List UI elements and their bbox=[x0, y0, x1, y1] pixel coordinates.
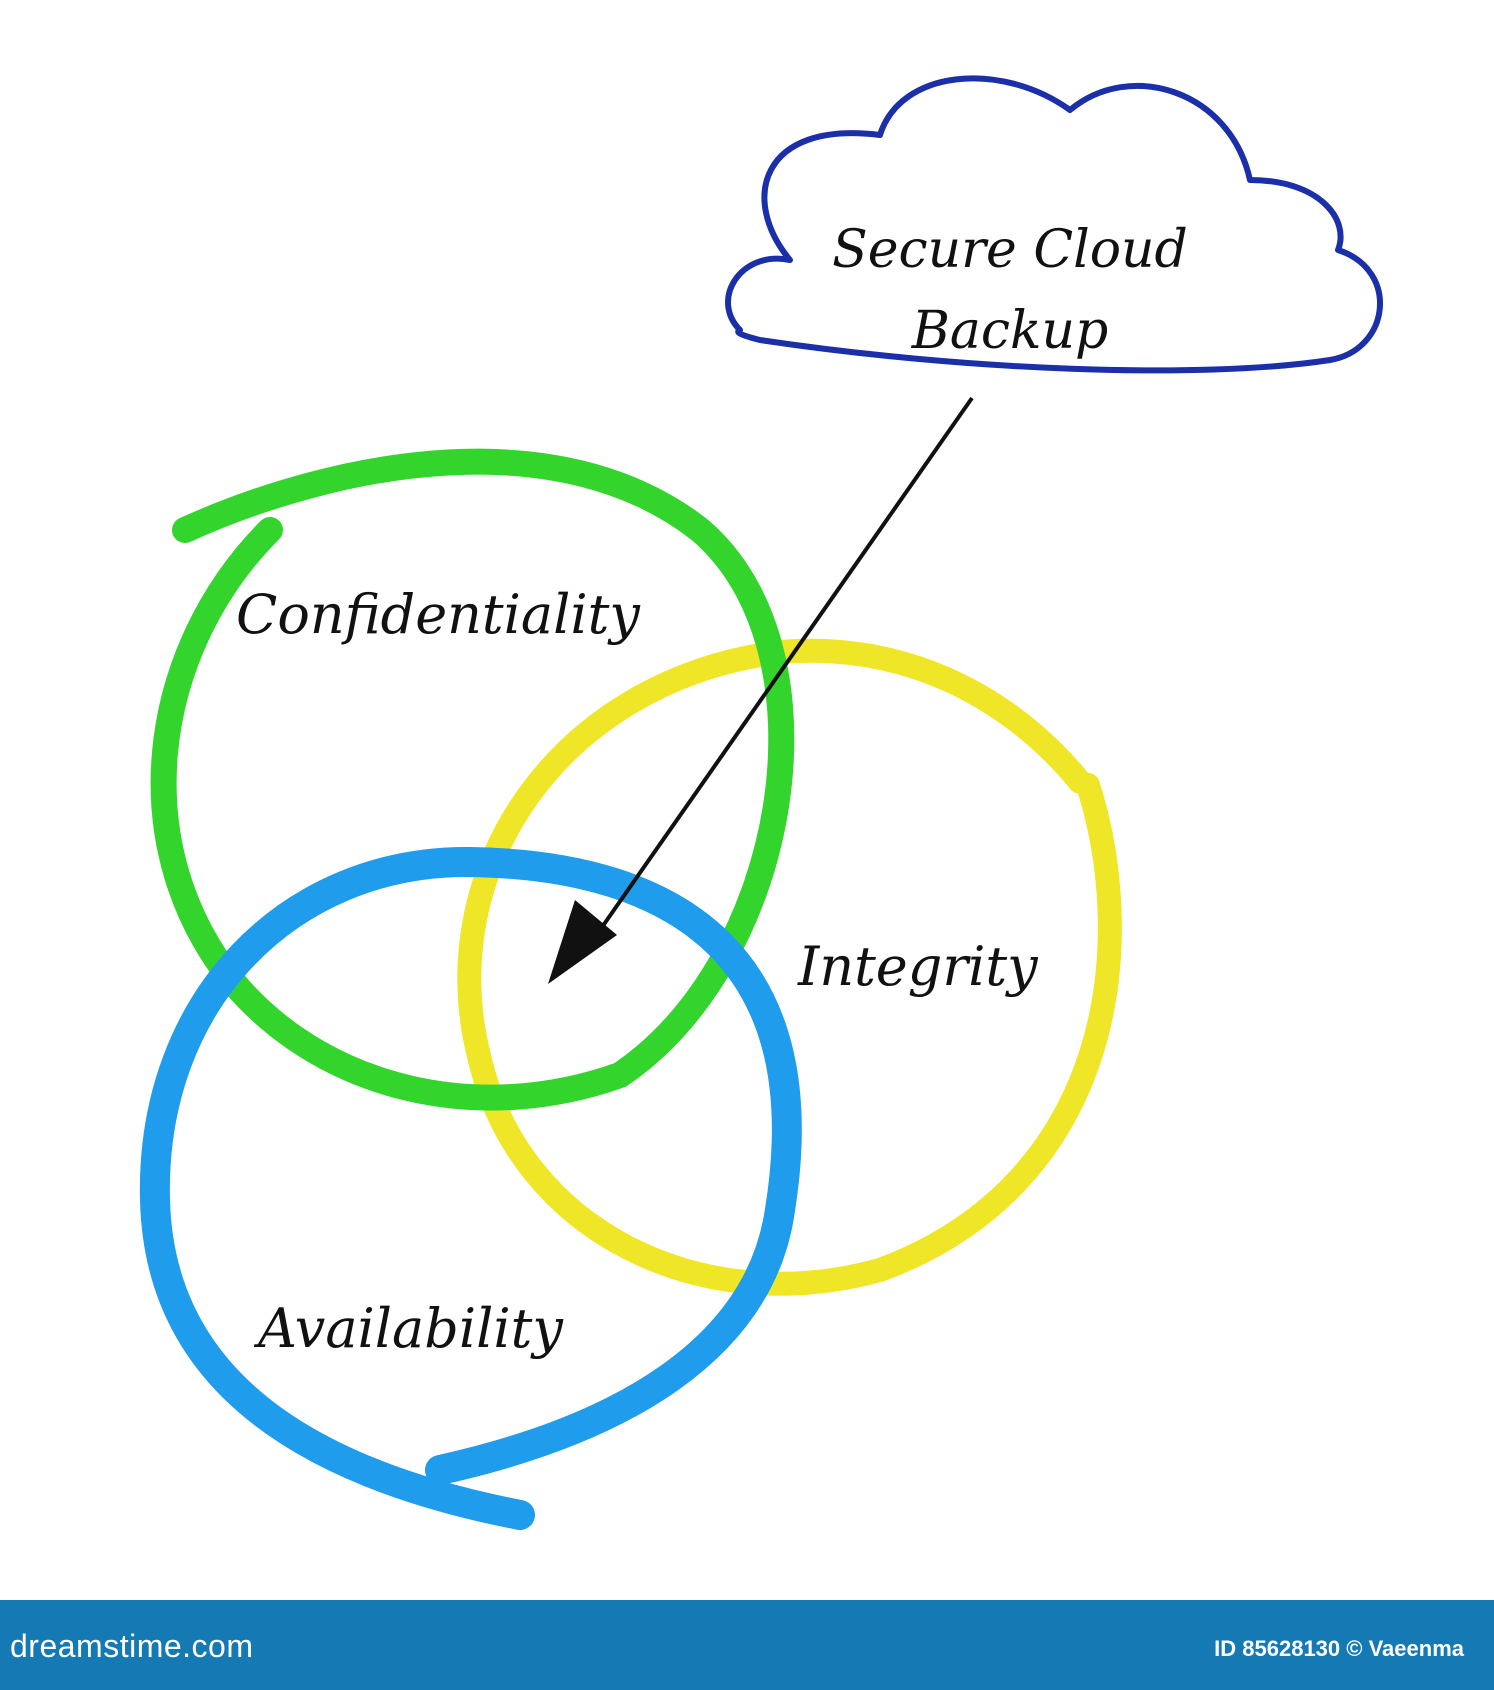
integrity-label: Integrity bbox=[798, 935, 1038, 998]
confidentiality-circle bbox=[150, 448, 795, 1111]
arrow-line bbox=[584, 396, 974, 952]
cloud-label-line1: Secure Cloud bbox=[832, 220, 1188, 280]
cloud-label-line2: Backup bbox=[911, 300, 1109, 361]
footer-bar: dreamstime.com ID 85628130 © Vaeenma bbox=[0, 1600, 1494, 1690]
cloud-label: Secure Cloud Backup bbox=[760, 210, 1260, 371]
arrow-head bbox=[548, 900, 617, 984]
footer-image-id: ID 85628130 © Vaeenma bbox=[1214, 1636, 1464, 1661]
availability-label: Availability bbox=[258, 1297, 563, 1360]
availability-circle bbox=[139, 846, 802, 1530]
confidentiality-label: Confidentiality bbox=[236, 583, 640, 646]
cloud-shape bbox=[725, 75, 1383, 374]
footer-site-logo[interactable]: dreamstime.com bbox=[10, 1628, 254, 1664]
